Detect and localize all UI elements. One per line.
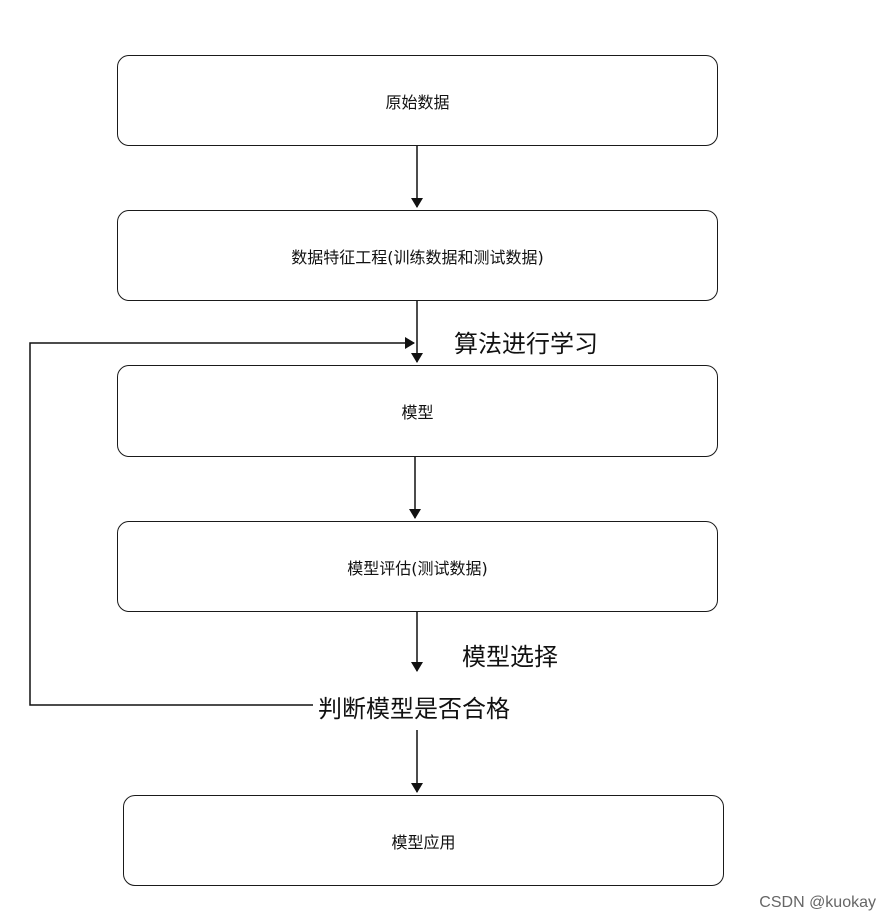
evaluation-label: 模型评估(测试数据) [347,558,488,578]
feature-engineering-box: 数据特征工程(训练数据和测试数据) [117,210,718,301]
feature-engineering-label: 数据特征工程(训练数据和测试数据) [291,247,544,267]
feedback-loop-line [29,337,415,706]
qualified-check-label: 判断模型是否合格 [318,695,510,723]
model-box: 模型 [117,365,718,457]
raw-data-label: 原始数据 [385,92,450,112]
application-label: 模型应用 [391,832,456,852]
raw-data-box: 原始数据 [117,55,718,146]
application-box: 模型应用 [123,795,724,886]
algorithm-learning-label: 算法进行学习 [454,330,598,358]
model-selection-label: 模型选择 [462,643,558,671]
watermark: CSDN @kuokay [759,894,876,911]
evaluation-box: 模型评估(测试数据) [117,521,718,612]
model-label: 模型 [401,403,434,422]
